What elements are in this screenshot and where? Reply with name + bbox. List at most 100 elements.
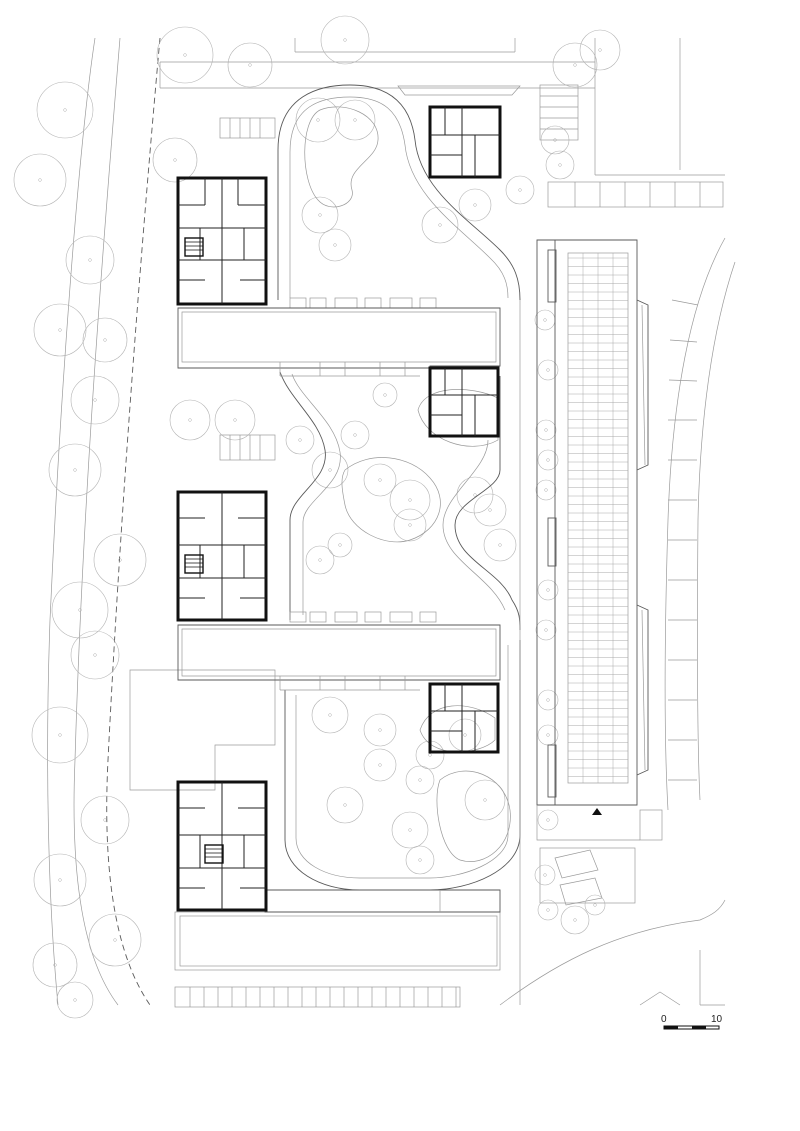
tree-canopy: [70, 375, 120, 425]
tree-trunk: [418, 858, 422, 862]
tree-canopy: [56, 981, 94, 1019]
tree-trunk: [488, 508, 492, 512]
tree-canopy: [311, 451, 349, 489]
tree-trunk: [58, 878, 62, 882]
tree-trunk: [103, 818, 107, 822]
tree-trunk: [113, 938, 117, 942]
courtyard-paths: [277, 84, 521, 891]
tree-trunk: [546, 908, 550, 912]
tree-canopy: [473, 493, 507, 527]
tree-canopy: [537, 359, 559, 381]
tree-canopy: [152, 137, 198, 183]
tree-trunk: [183, 53, 187, 57]
tree-canopy: [505, 175, 535, 205]
tree-trunk: [546, 818, 550, 822]
tree-canopy: [51, 581, 109, 639]
block-east-1: [428, 105, 502, 179]
tree-canopy: [13, 153, 67, 207]
tree-trunk: [546, 368, 550, 372]
tree-trunk: [544, 628, 548, 632]
tree-canopy: [545, 150, 575, 180]
tree-canopy: [363, 463, 397, 497]
tree-canopy: [537, 689, 559, 711]
tree-canopy: [311, 696, 349, 734]
tree-trunk: [353, 118, 357, 122]
tree-trunk: [233, 418, 237, 422]
tree-canopy: [33, 853, 87, 907]
tree-canopy: [535, 419, 557, 441]
tree-trunk: [328, 713, 332, 717]
tree-canopy: [483, 528, 517, 562]
tree-trunk: [546, 458, 550, 462]
tree-canopy: [363, 748, 397, 782]
tree-trunk: [93, 398, 97, 402]
tree-canopy: [88, 913, 142, 967]
tree-canopy: [340, 420, 370, 450]
tree-trunk: [343, 38, 347, 42]
tree-canopy: [301, 196, 339, 234]
tree-trunk: [553, 138, 557, 142]
tree-trunk: [546, 698, 550, 702]
tree-canopy: [82, 317, 128, 363]
tree-trunk: [353, 433, 357, 437]
tree-trunk: [383, 393, 387, 397]
link-buildings: [177, 307, 501, 913]
tree-trunk: [58, 328, 62, 332]
block-east-2: [428, 366, 500, 438]
tree-canopy: [448, 718, 482, 752]
tree-trunk: [118, 558, 122, 562]
tree-canopies: [13, 15, 621, 1019]
tree-trunk: [378, 763, 382, 767]
tree-canopy: [214, 399, 256, 441]
tree-trunk: [378, 728, 382, 732]
tree-canopy: [534, 309, 556, 331]
tree-trunk: [473, 493, 477, 497]
tree-trunk: [518, 188, 522, 192]
tree-canopy: [80, 795, 130, 845]
tree-canopy: [537, 899, 559, 921]
tree-canopy: [48, 443, 102, 497]
scale-bar: 0 10: [661, 1014, 723, 1030]
tree-canopy: [405, 765, 435, 795]
tree-trunk: [473, 203, 477, 207]
tree-trunk: [378, 478, 382, 482]
tree-canopy: [65, 235, 115, 285]
tree-canopy: [535, 479, 557, 501]
tree-trunk: [543, 318, 547, 322]
tree-trunk: [63, 108, 67, 112]
tree-canopy: [537, 579, 559, 601]
tree-canopy: [372, 382, 398, 408]
tree-trunk: [438, 223, 442, 227]
tree-trunk: [598, 48, 602, 52]
tree-canopy: [464, 779, 506, 821]
tree-trunk: [463, 733, 467, 737]
tree-trunk: [544, 428, 548, 432]
tree-trunk: [546, 733, 550, 737]
tree-canopy: [534, 864, 556, 886]
tree-trunk: [428, 753, 432, 757]
tree-canopy: [93, 533, 147, 587]
tree-canopy: [391, 811, 429, 849]
tree-canopy: [295, 97, 341, 143]
tree-trunk: [73, 998, 77, 1002]
tree-trunk: [408, 523, 412, 527]
tree-trunk: [173, 158, 177, 162]
tree-trunk: [408, 498, 412, 502]
tree-trunk: [544, 488, 548, 492]
tree-trunk: [343, 803, 347, 807]
tree-trunk: [338, 543, 342, 547]
block-west-3: [176, 780, 268, 912]
tree-trunk: [188, 418, 192, 422]
tree-canopy: [579, 29, 621, 71]
scale-bar-start-label: 0: [661, 1014, 667, 1025]
tree-canopy: [552, 42, 598, 88]
tree-trunk: [408, 828, 412, 832]
tree-trunk: [318, 213, 322, 217]
tree-canopy: [537, 809, 559, 831]
tree-trunk: [498, 543, 502, 547]
tree-trunk: [546, 588, 550, 592]
tree-canopy: [320, 15, 370, 65]
tree-trunk: [88, 258, 92, 262]
tree-canopy: [389, 479, 431, 521]
